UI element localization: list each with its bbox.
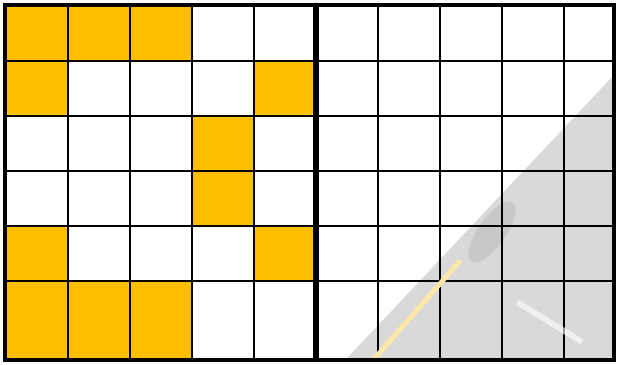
right-cell-r3-c1-empty[interactable] [379,172,441,227]
left-cell-r5-c4-empty[interactable] [255,282,317,358]
right-cell-r5-c4-empty[interactable] [565,282,616,358]
right-cell-r2-c0-empty[interactable] [317,117,379,172]
left-cell-r1-c2-empty[interactable] [131,62,193,117]
left-cell-r2-c1-empty[interactable] [69,117,131,172]
puzzle-board [3,3,616,362]
left-cell-r4-c3-empty[interactable] [193,227,255,282]
right-cell-r4-c2-empty[interactable] [441,227,503,282]
left-cell-r4-c4-filled[interactable] [255,227,317,282]
left-cell-r0-c3-empty[interactable] [193,7,255,62]
right-cell-r1-c4-empty[interactable] [565,62,616,117]
right-cell-r0-c0-empty[interactable] [317,7,379,62]
left-cell-r4-c2-empty[interactable] [131,227,193,282]
right-cell-r3-c0-empty[interactable] [317,172,379,227]
cell-grid [7,7,612,358]
left-cell-r0-c2-filled[interactable] [131,7,193,62]
right-cell-r3-c4-empty[interactable] [565,172,616,227]
left-cell-r1-c4-filled[interactable] [255,62,317,117]
right-cell-r2-c4-empty[interactable] [565,117,616,172]
right-cell-r4-c0-empty[interactable] [317,227,379,282]
right-cell-r4-c3-empty[interactable] [503,227,565,282]
left-cell-r0-c4-empty[interactable] [255,7,317,62]
left-cell-r5-c3-empty[interactable] [193,282,255,358]
left-cell-r1-c0-filled[interactable] [7,62,69,117]
right-cell-r3-c2-empty[interactable] [441,172,503,227]
left-cell-r5-c1-filled[interactable] [69,282,131,358]
left-cell-r3-c0-empty[interactable] [7,172,69,227]
right-cell-r1-c3-empty[interactable] [503,62,565,117]
left-cell-r2-c3-filled[interactable] [193,117,255,172]
right-cell-r2-c1-empty[interactable] [379,117,441,172]
left-cell-r5-c0-filled[interactable] [7,282,69,358]
left-cell-r4-c1-empty[interactable] [69,227,131,282]
right-cell-r2-c2-empty[interactable] [441,117,503,172]
right-cell-r0-c1-empty[interactable] [379,7,441,62]
left-cell-r0-c0-filled[interactable] [7,7,69,62]
left-cell-r1-c1-empty[interactable] [69,62,131,117]
right-cell-r0-c3-empty[interactable] [503,7,565,62]
right-cell-r1-c0-empty[interactable] [317,62,379,117]
left-cell-r3-c1-empty[interactable] [69,172,131,227]
left-cell-r2-c2-empty[interactable] [131,117,193,172]
right-cell-r0-c2-empty[interactable] [441,7,503,62]
left-cell-r1-c3-empty[interactable] [193,62,255,117]
right-cell-r0-c4-empty[interactable] [565,7,616,62]
right-cell-r5-c3-empty[interactable] [503,282,565,358]
right-cell-r5-c1-empty[interactable] [379,282,441,358]
right-cell-r4-c4-empty[interactable] [565,227,616,282]
left-cell-r0-c1-filled[interactable] [69,7,131,62]
left-cell-r4-c0-filled[interactable] [7,227,69,282]
left-cell-r2-c0-empty[interactable] [7,117,69,172]
left-cell-r3-c4-empty[interactable] [255,172,317,227]
right-cell-r3-c3-empty[interactable] [503,172,565,227]
left-cell-r5-c2-filled[interactable] [131,282,193,358]
right-cell-r2-c3-empty[interactable] [503,117,565,172]
right-cell-r5-c0-empty[interactable] [317,282,379,358]
center-divider [313,7,319,358]
right-cell-r5-c2-empty[interactable] [441,282,503,358]
left-cell-r3-c2-empty[interactable] [131,172,193,227]
right-cell-r4-c1-empty[interactable] [379,227,441,282]
left-cell-r3-c3-filled[interactable] [193,172,255,227]
right-cell-r1-c2-empty[interactable] [441,62,503,117]
left-cell-r2-c4-empty[interactable] [255,117,317,172]
right-cell-r1-c1-empty[interactable] [379,62,441,117]
